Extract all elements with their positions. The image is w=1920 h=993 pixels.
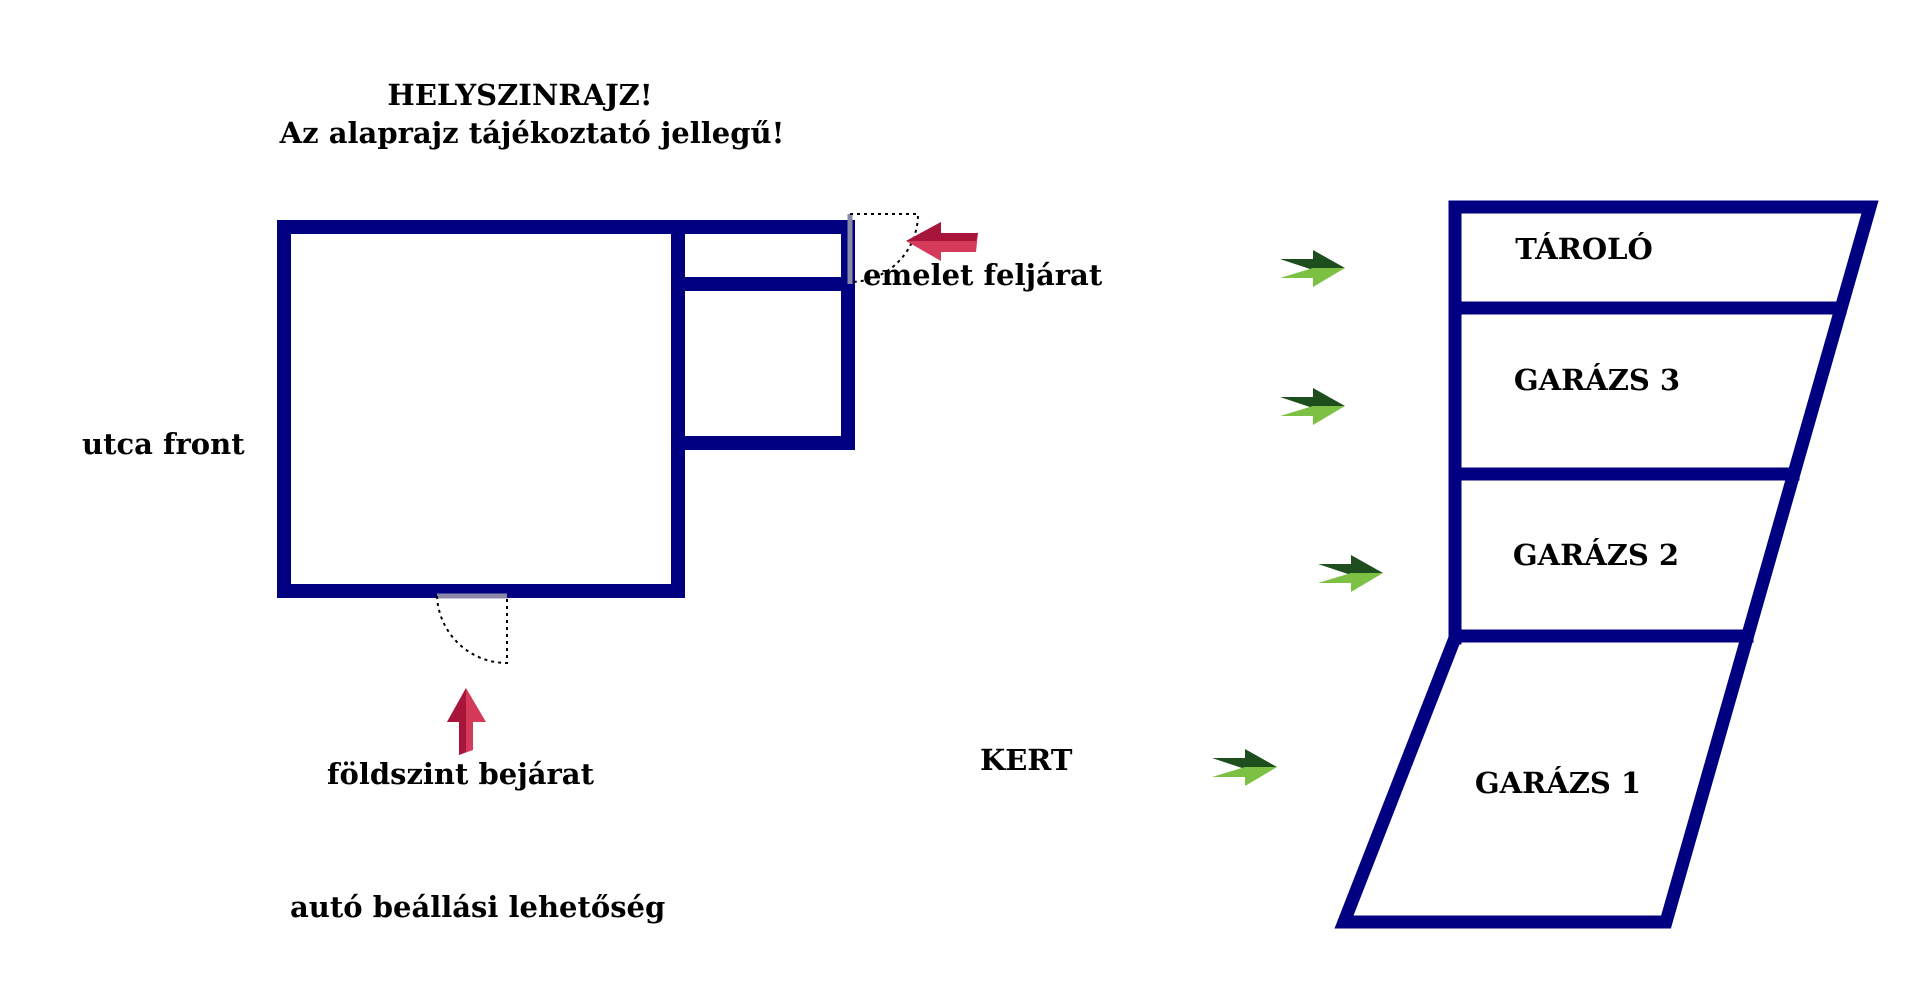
arrow-up-icon — [447, 688, 486, 755]
storage-label: TÁROLÓ — [1515, 231, 1653, 266]
ground-entrance-label: földszint bejárat — [327, 757, 595, 791]
arrow-right-icon — [1280, 250, 1345, 287]
main-room-wall — [277, 220, 685, 598]
annex-wall — [678, 220, 855, 450]
ground-door — [436, 593, 508, 665]
garage1-label: GARÁZS 1 — [1475, 765, 1641, 800]
title-line-2: Az alaprajz tájékoztató jellegű! — [279, 116, 785, 150]
garage-outline-wall — [1334, 200, 1879, 929]
arrow-right-icon — [1212, 749, 1277, 786]
arrow-left-icon — [906, 222, 978, 261]
garage-walls — [1334, 200, 1879, 929]
car-parking-label: autó beállási lehetőség — [290, 890, 665, 924]
ground-door-swing — [436, 595, 508, 665]
upper-door — [847, 213, 920, 284]
title-line-1: HELYSZINRAJZ! — [387, 78, 652, 112]
upper-access-label: emelet feljárat — [863, 258, 1103, 292]
arrow-right-icon — [1318, 555, 1383, 592]
street-front-label: utca front — [82, 427, 245, 461]
garage2-label: GARÁZS 2 — [1513, 537, 1679, 572]
house-walls — [277, 220, 855, 598]
arrow-right-icon — [1280, 388, 1345, 425]
garden-label: KERT — [980, 743, 1073, 777]
garage3-label: GARÁZS 3 — [1514, 362, 1680, 397]
